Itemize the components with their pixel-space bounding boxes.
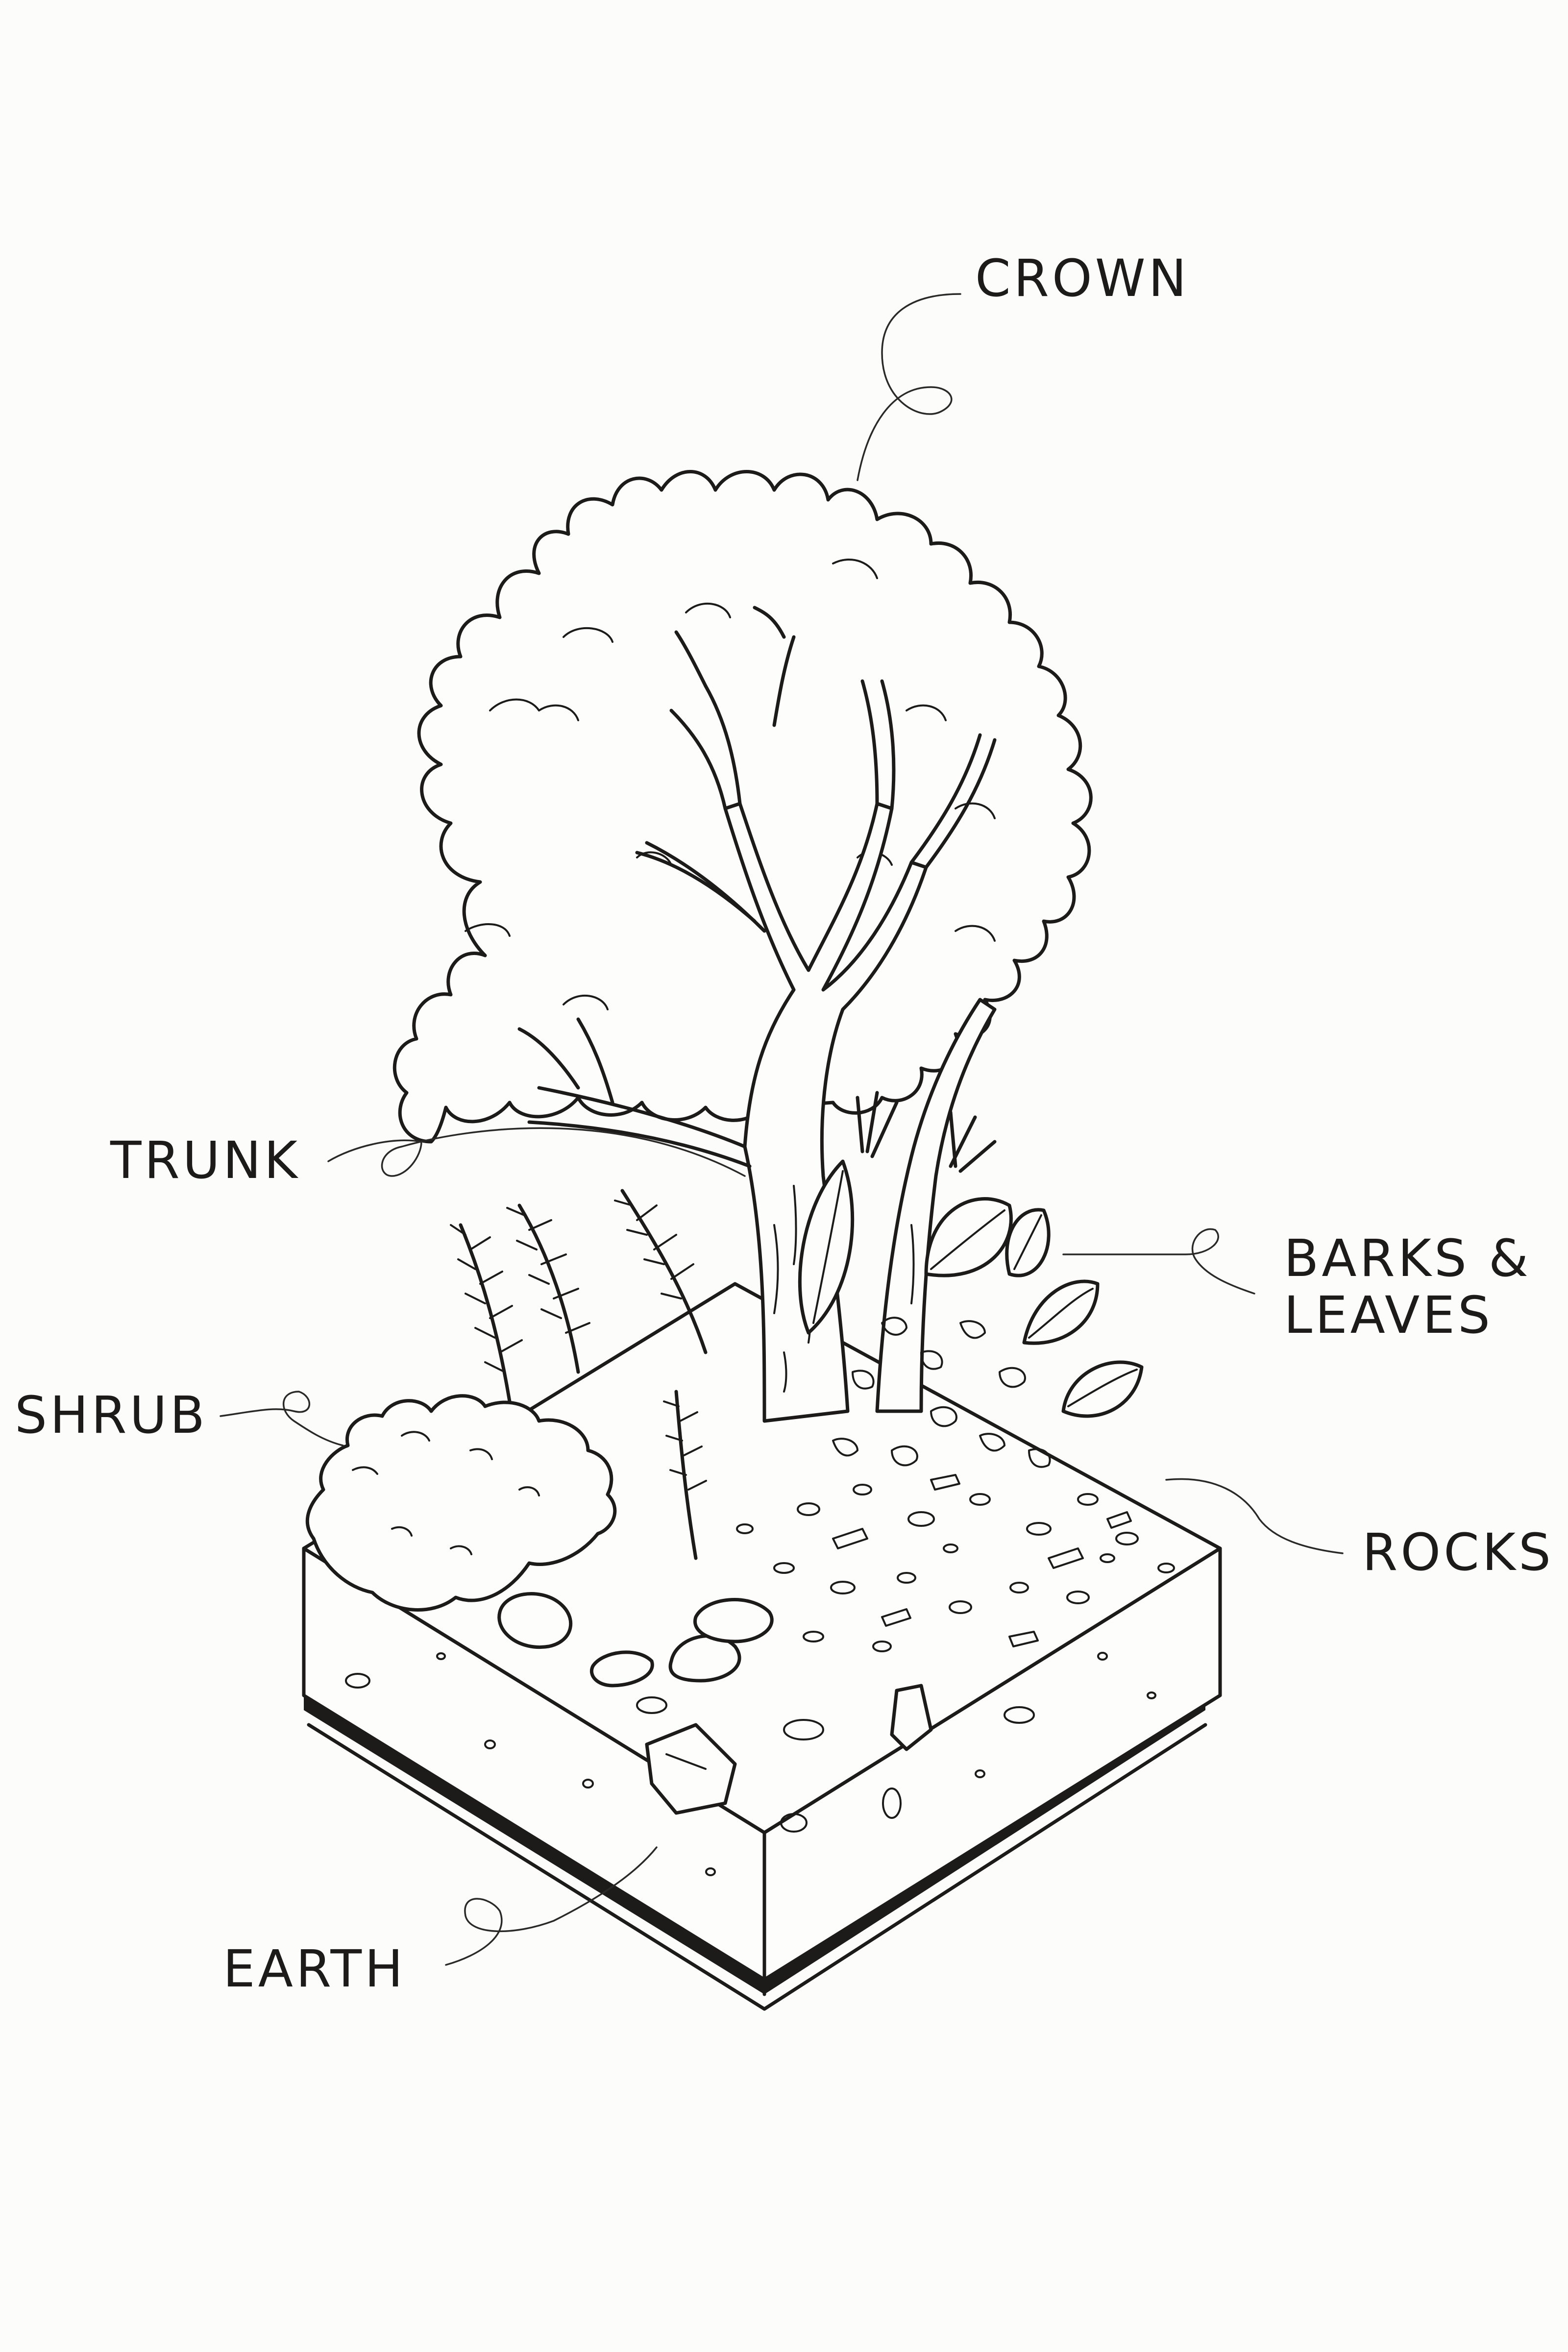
tree-crown [392,470,1093,1144]
trunk-leader [327,1127,746,1177]
barks-leaves-leader [1062,1228,1255,1295]
barks-leaves-label-line1: BARKS & [1284,1228,1532,1288]
shrub-leader [220,1391,344,1446]
rocks-label: ROCKS [1362,1522,1554,1582]
earth-label: EARTH [223,1939,406,1999]
leader-lines [220,293,1344,1966]
barks-leaves-label: BARKS & LEAVES [1284,1230,1531,1344]
ferns-and-plants [450,1091,1144,1560]
shrub-label: SHRUB [15,1385,208,1445]
barks-leaves-label-line2: LEAVES [1284,1285,1494,1346]
trunk-label: TRUNK [110,1130,300,1190]
tree-trunk [517,606,997,1423]
earth-leader [445,1846,658,1966]
litter-and-rocks [736,1317,1175,1652]
shrub-mound [305,1394,774,1688]
rocks-leader [1165,1478,1344,1554]
crown-label: CROWN [975,248,1190,308]
crown-leader [857,293,961,481]
